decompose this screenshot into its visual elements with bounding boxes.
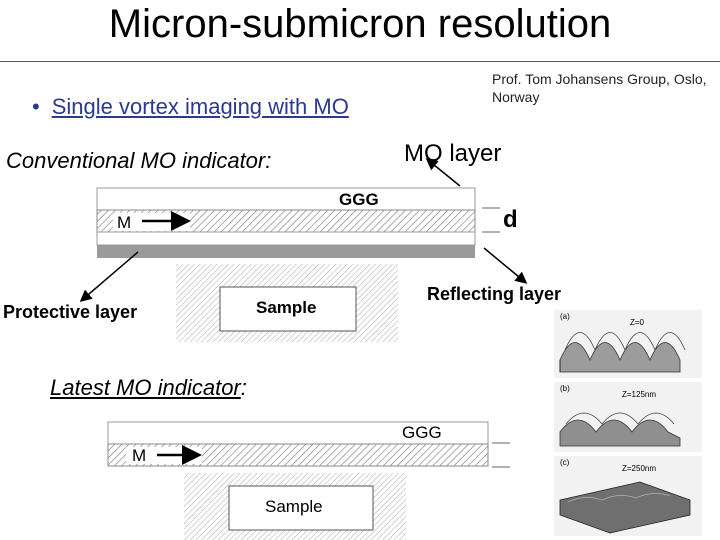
- vortex-surface-a: [559, 342, 681, 373]
- latest-label: Latest MO indicator: [50, 375, 241, 400]
- conventional-label: Conventional MO indicator: [6, 148, 266, 173]
- credit-text: Prof. Tom Johansens Group, Oslo, Norway: [492, 71, 707, 105]
- vortex-z-b: Z=125nm: [622, 390, 657, 399]
- d-label: d: [503, 206, 518, 233]
- vortex-tag-a: (a): [560, 312, 570, 321]
- conventional-heading: Conventional MO indicator:: [6, 148, 271, 174]
- ggg-label-box-bottom: [398, 424, 448, 442]
- sample-label-box-bottom: [228, 485, 374, 531]
- sample-label-box-top: [219, 286, 357, 332]
- m-label-top: M: [117, 213, 132, 232]
- bullet-dot: •: [32, 94, 40, 119]
- latest-colon: :: [240, 375, 247, 400]
- protective-layer-label: Protective layer: [3, 302, 138, 322]
- mo-layer-label: MO layer: [404, 140, 502, 167]
- vortex-panel-a: [554, 310, 702, 378]
- latest-stack: [107, 421, 510, 468]
- vortex-tag-c: (c): [560, 458, 570, 467]
- latest-heading: Latest MO indicator:: [50, 375, 247, 401]
- reflecting-layer-arrow: [483, 247, 528, 284]
- vortex-z-c: Z=250nm: [622, 464, 657, 473]
- vortex-peaks-a: [564, 332, 686, 352]
- vortex-texture-c: [567, 493, 671, 503]
- reflecting-strip-top: [96, 231, 476, 246]
- page-title: Micron-submicron resolution: [108, 2, 612, 46]
- vortex-peaks-b: [565, 412, 675, 425]
- ggg-substrate-top: [96, 187, 476, 211]
- ggg-label-box-top: [338, 191, 382, 209]
- vortex-z-a: Z=0: [630, 318, 645, 327]
- title-divider: [0, 61, 720, 62]
- sample-label-bottom: Sample: [265, 497, 323, 516]
- vortex-panel-b: [554, 382, 702, 452]
- ggg-label-top: GGG: [339, 190, 379, 209]
- mo-layer-arrow: [425, 158, 461, 187]
- bullet-point: • Single vortex imaging with MO: [32, 94, 349, 120]
- mo-film-bottom: [107, 443, 489, 467]
- vortex-tag-b: (b): [560, 384, 570, 393]
- vortex-surface-c: [559, 481, 691, 534]
- reflecting-layer-label: Reflecting layer: [427, 284, 562, 304]
- conventional-colon: :: [265, 148, 272, 173]
- vortex-surface-b: [559, 419, 681, 447]
- sample-label-top: Sample: [256, 298, 317, 317]
- conventional-stack: [96, 187, 500, 258]
- m-label-bottom: M: [132, 446, 147, 465]
- protective-layer-arrow: [79, 251, 139, 302]
- bullet-text: Single vortex imaging with MO: [51, 94, 349, 119]
- ggg-label-bottom: GGG: [402, 423, 442, 442]
- vortex-panel-c: [554, 456, 702, 536]
- protective-strip-top: [97, 245, 475, 258]
